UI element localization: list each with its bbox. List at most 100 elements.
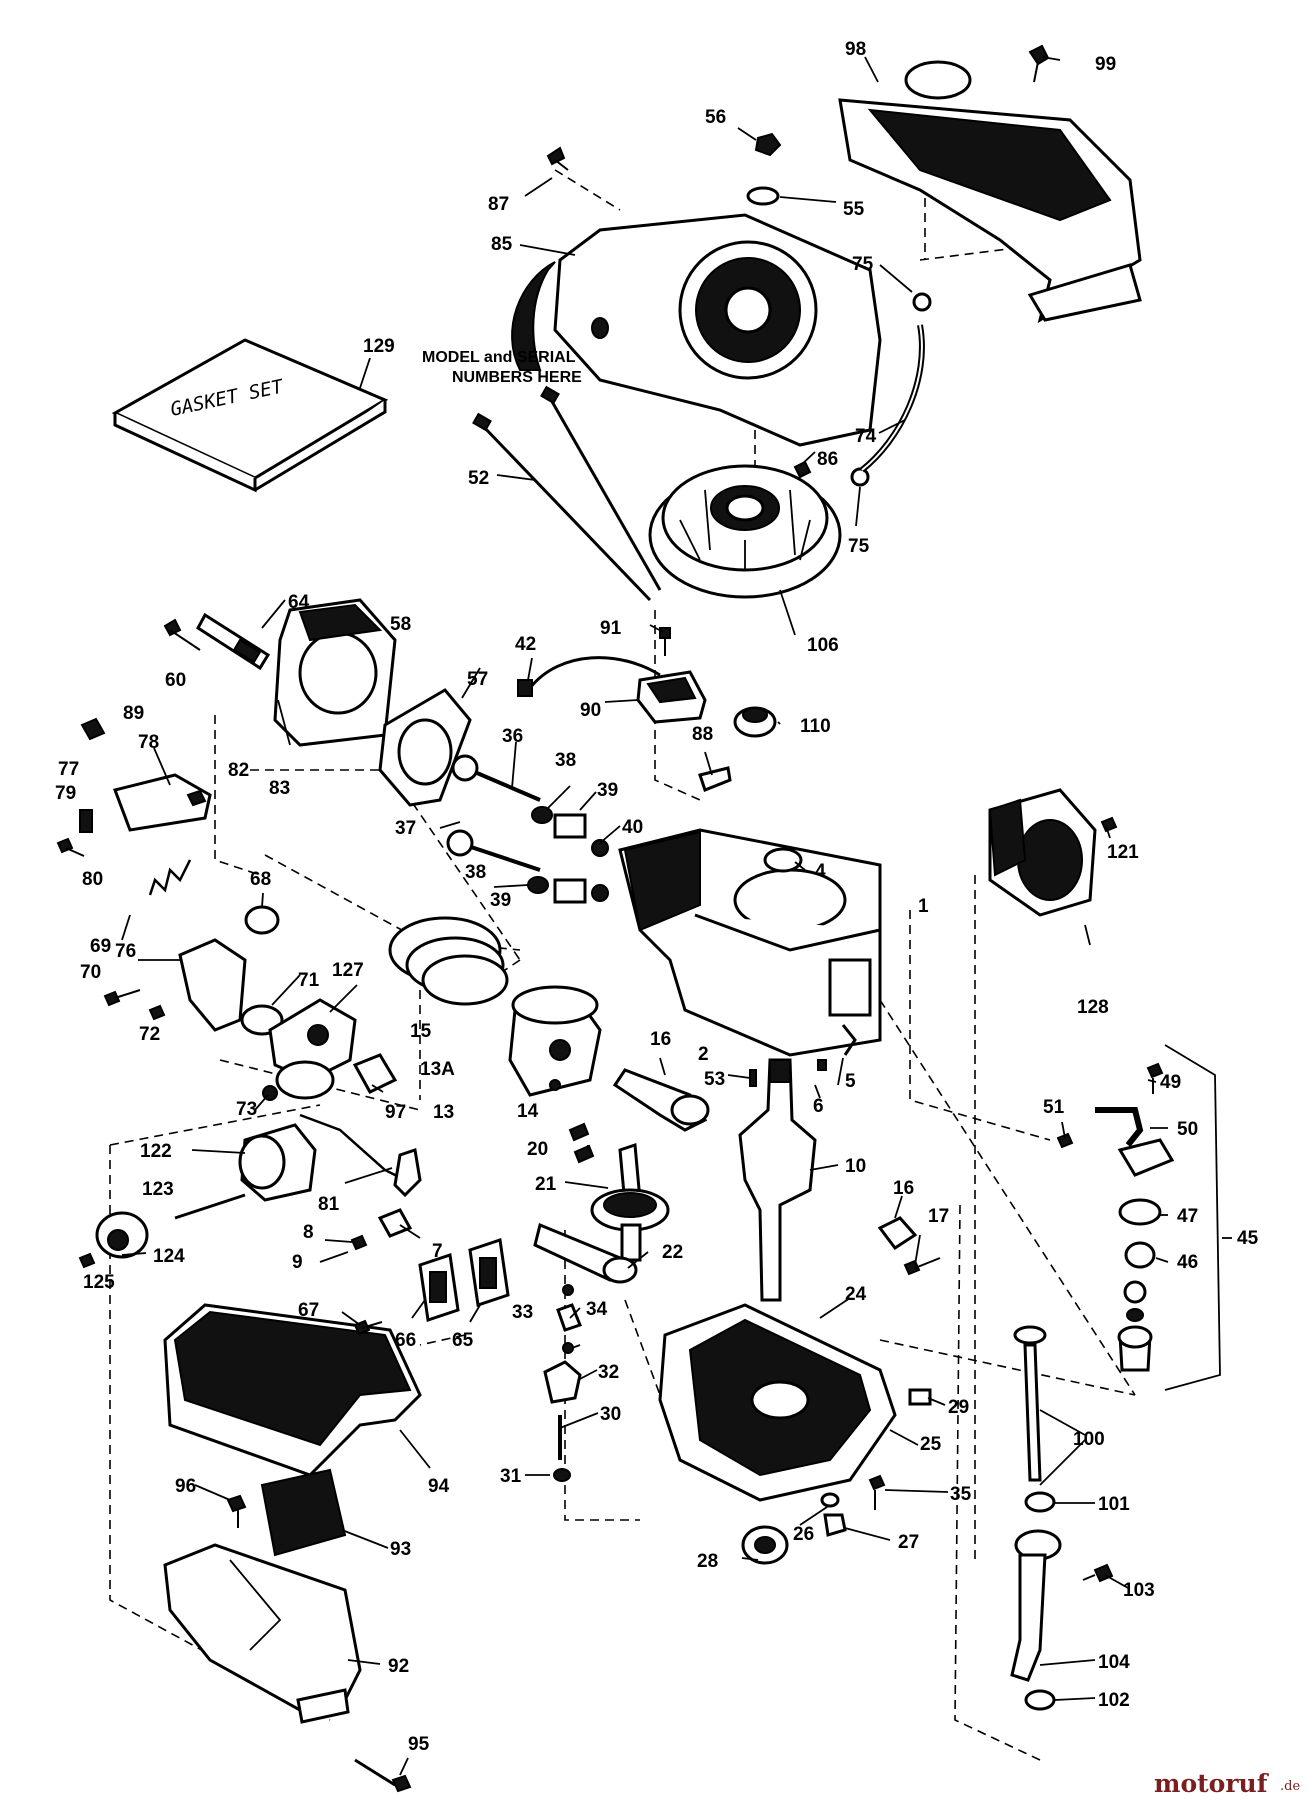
watermark-tld: .de <box>1280 1779 1300 1794</box>
part-67-screw <box>353 1319 383 1336</box>
part-label: 104 <box>1098 1652 1130 1673</box>
part-97-gasket <box>352 1053 398 1094</box>
part-label: 78 <box>138 732 159 753</box>
part-label: 87 <box>488 194 509 215</box>
part-7-8-9-governor-arm <box>350 1208 413 1251</box>
part-label: 98 <box>845 39 866 60</box>
part-label: 79 <box>55 783 76 804</box>
part-label: 100 <box>1073 1429 1105 1450</box>
part-label: 124 <box>153 1246 185 1267</box>
part-label: 15 <box>410 1021 432 1042</box>
part-label: 21 <box>535 1174 557 1195</box>
part-36-37-valves <box>446 754 541 872</box>
part-label: 94 <box>428 1476 450 1497</box>
part-127-carburetor <box>268 998 357 1100</box>
part-100-dipstick <box>1013 1325 1047 1482</box>
part-label: 27 <box>898 1532 919 1553</box>
part-96-screw <box>226 1494 247 1528</box>
part-label: 51 <box>1043 1097 1065 1118</box>
part-33-34-32-30-31 <box>543 1284 582 1482</box>
part-label: 88 <box>692 724 713 745</box>
part-label: 7 <box>432 1241 443 1262</box>
part-label: 14 <box>517 1101 539 1122</box>
part-93-filter-element <box>260 1468 347 1557</box>
part-label: 86 <box>817 449 838 470</box>
part-label: 24 <box>845 1284 867 1305</box>
part-60-bolt <box>163 618 201 651</box>
part-label: 57 <box>467 669 488 690</box>
part-16b-17-rod-cap <box>877 1216 941 1276</box>
part-76-spring <box>148 859 192 896</box>
part-label: 34 <box>586 1299 608 1320</box>
part-label: 122 <box>140 1141 172 1162</box>
part-74-fuel-line <box>860 324 925 473</box>
leader-lines <box>121 56 1232 1776</box>
part-label: 97 <box>385 1102 406 1123</box>
assembly-bracket-45 <box>1164 1044 1221 1391</box>
part-label: 60 <box>165 670 186 691</box>
part-15-piston-rings <box>388 916 509 1006</box>
part-label: 74 <box>855 426 877 447</box>
part-58-cylinder-head <box>273 598 397 747</box>
part-label: 36 <box>502 726 523 747</box>
part-label: 85 <box>491 234 513 255</box>
part-label: 67 <box>298 1300 319 1321</box>
part-label: 123 <box>142 1179 174 1200</box>
part-label: 25 <box>920 1434 942 1455</box>
part-label: 17 <box>928 1206 949 1227</box>
part-label: 99 <box>1095 54 1116 75</box>
part-75-clip <box>850 292 932 487</box>
part-label: 38 <box>465 862 486 883</box>
model-serial-annotation-line2: NUMBERS HERE <box>452 369 582 386</box>
part-label: 96 <box>175 1476 196 1497</box>
part-label: 26 <box>793 1524 814 1545</box>
part-66-65-gaskets <box>418 1238 510 1322</box>
part-label: 80 <box>82 869 103 890</box>
part-20-screws <box>568 1122 595 1164</box>
part-110-bushing <box>733 706 777 738</box>
part-56-nut <box>754 132 782 157</box>
part-label: 47 <box>1177 1206 1198 1227</box>
part-14-pin-clip <box>549 1079 561 1091</box>
part-label: 106 <box>807 635 839 656</box>
part-5-tube <box>841 1024 857 1056</box>
part-38-39-40-valve-springs <box>527 806 609 904</box>
part-16-connecting-rod <box>612 1068 710 1132</box>
part-label: 16 <box>893 1178 914 1199</box>
part-label: 53 <box>704 1069 725 1090</box>
part-10-crankshaft <box>738 1058 817 1302</box>
part-label: 102 <box>1098 1690 1130 1711</box>
part-106-flywheel <box>648 464 842 599</box>
part-label: 8 <box>303 1222 314 1243</box>
part-label: 125 <box>83 1272 115 1293</box>
part-68-plug <box>244 905 280 935</box>
model-serial-annotation-line1: MODEL and SERIAL <box>422 349 576 366</box>
part-77-control-bracket <box>113 773 212 832</box>
part-49-51-screws <box>1056 1062 1164 1149</box>
part-label: 29 <box>948 1397 969 1418</box>
part-label: 91 <box>600 618 622 639</box>
part-label: 37 <box>395 818 416 839</box>
part-label: 128 <box>1077 997 1109 1018</box>
part-label: 75 <box>852 254 874 275</box>
part-label: 46 <box>1177 1252 1198 1273</box>
part-128-rewind-starter <box>988 788 1097 917</box>
part-label: 72 <box>139 1024 160 1045</box>
part-label: 52 <box>468 468 489 489</box>
part-number-labels: 98 99 56 55 87 85 75 129 74 86 75 52 106… <box>55 39 1259 1755</box>
part-label: 13A <box>420 1059 455 1080</box>
part-label: 95 <box>408 1734 430 1755</box>
part-label: 101 <box>1098 1494 1130 1515</box>
part-94-air-filter-cover <box>163 1303 422 1477</box>
part-label: 49 <box>1160 1072 1181 1093</box>
part-label: 16 <box>650 1029 671 1050</box>
part-label: 33 <box>512 1302 533 1323</box>
part-99-screw <box>1028 44 1050 83</box>
part-label: 30 <box>600 1404 621 1425</box>
part-label: 55 <box>843 199 865 220</box>
part-label: 64 <box>288 592 310 613</box>
part-label: 83 <box>269 778 290 799</box>
part-label: 76 <box>115 941 136 962</box>
part-label: 45 <box>1237 1228 1259 1249</box>
part-57-head-gasket <box>378 688 472 807</box>
